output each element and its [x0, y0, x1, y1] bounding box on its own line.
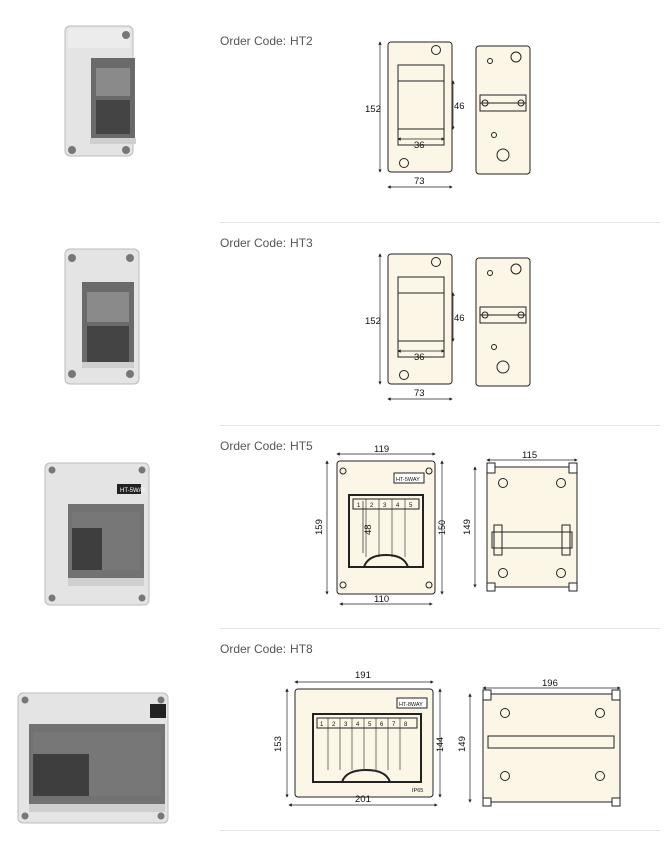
enclosure-8way-photo: [17, 692, 169, 824]
ht3-technical-drawing: 152 46 36 73: [365, 253, 531, 401]
dim-inner-height: 48: [363, 524, 374, 535]
order-code-label: Order Code:: [220, 439, 287, 453]
slot-label: 1: [357, 503, 361, 509]
product-section-ht5: Order Code:HT5 HT-5WAY HT-5WAY 1 2 3 4 5: [0, 425, 667, 628]
enclosure-3way-photo: [64, 248, 140, 385]
slot-labels: 1 2 3 4 5: [357, 503, 413, 509]
dim-left-height: 153: [273, 736, 284, 752]
ht5-technical-drawing: HT-5WAY 1 2 3 4 5 119 159 48 150 110: [314, 445, 578, 606]
dim-inner-height: 46: [454, 101, 465, 112]
back-plate: [475, 257, 531, 387]
order-code-label: Order Code:: [220, 642, 287, 656]
ht2-technical-drawing: 152 46 36 73: [365, 41, 531, 189]
slot-label: 7: [392, 722, 396, 728]
dim-right-height: 144: [435, 737, 445, 752]
slot-label: 8: [404, 722, 408, 728]
svg-text:HT-5WAY: HT-5WAY: [120, 488, 146, 494]
enclosure-2way-photo: [64, 25, 136, 157]
product-section-ht2: Order Code:HT2 152 46 36 73: [0, 0, 667, 222]
order-code: Order Code:HT2: [220, 34, 313, 48]
dim-inner-width: 36: [414, 352, 425, 363]
order-code: Order Code:HT8: [220, 642, 313, 656]
order-code: Order Code:HT5: [220, 439, 313, 453]
dim-bottom-width: 110: [374, 594, 389, 605]
dim-right-height: 150: [437, 520, 447, 535]
dim-top-width: 119: [374, 445, 389, 455]
order-code-label: Order Code:: [220, 34, 287, 48]
model-badge: HT-8WAY: [399, 702, 423, 708]
order-code: Order Code:HT3: [220, 236, 313, 250]
ip-rating-mark: IP65: [412, 788, 423, 794]
dim-inner-width: 36: [414, 140, 425, 151]
ht8-technical-drawing: HT-8WAY 1 2 3 4 5 6 7 8 IP65 191 153 144…: [273, 670, 621, 807]
back-plate: [475, 45, 531, 175]
order-code-value: HT8: [290, 642, 313, 656]
dim-left-height: 159: [314, 519, 325, 535]
dim-back-height: 149: [457, 736, 468, 752]
slot-label: 1: [320, 722, 324, 728]
dim-inner-height: 46: [454, 313, 465, 324]
dim-top-width: 191: [355, 670, 371, 681]
slot-label: 3: [383, 503, 387, 509]
order-code-label: Order Code:: [220, 236, 287, 250]
dim-width: 73: [414, 388, 425, 399]
dim-back-height: 149: [462, 519, 473, 535]
slot-label: 4: [356, 722, 360, 728]
enclosure-5way-photo: HT-5WAY: [44, 462, 150, 606]
slot-label: 5: [368, 722, 372, 728]
slot-label: 5: [409, 503, 413, 509]
slot-label: 3: [344, 722, 348, 728]
divider: [220, 628, 660, 629]
divider: [220, 222, 660, 223]
dim-back-width: 196: [542, 678, 558, 689]
slot-label: 2: [332, 722, 336, 728]
dim-bottom-width: 201: [355, 794, 371, 805]
order-code-value: HT2: [290, 34, 313, 48]
slot-label: 6: [380, 722, 384, 728]
dim-height: 152: [365, 104, 381, 115]
product-section-ht8: Order Code:HT8 HT-8WAY 1 2 3 4 5 6 7 8: [0, 628, 667, 844]
slot-labels: 1 2 3 4 5 6 7 8: [320, 722, 408, 728]
order-code-value: HT3: [290, 236, 313, 250]
divider: [220, 830, 660, 831]
dim-width: 73: [414, 176, 425, 187]
order-code-value: HT5: [290, 439, 313, 453]
product-section-ht3: Order Code:HT3 152 46 36 73: [0, 222, 667, 425]
slot-label: 2: [370, 503, 374, 509]
slot-label: 4: [396, 503, 400, 509]
dim-height: 152: [365, 316, 381, 327]
dim-back-width: 115: [522, 450, 537, 461]
divider: [220, 425, 660, 426]
model-badge: HT-5WAY: [396, 477, 420, 483]
